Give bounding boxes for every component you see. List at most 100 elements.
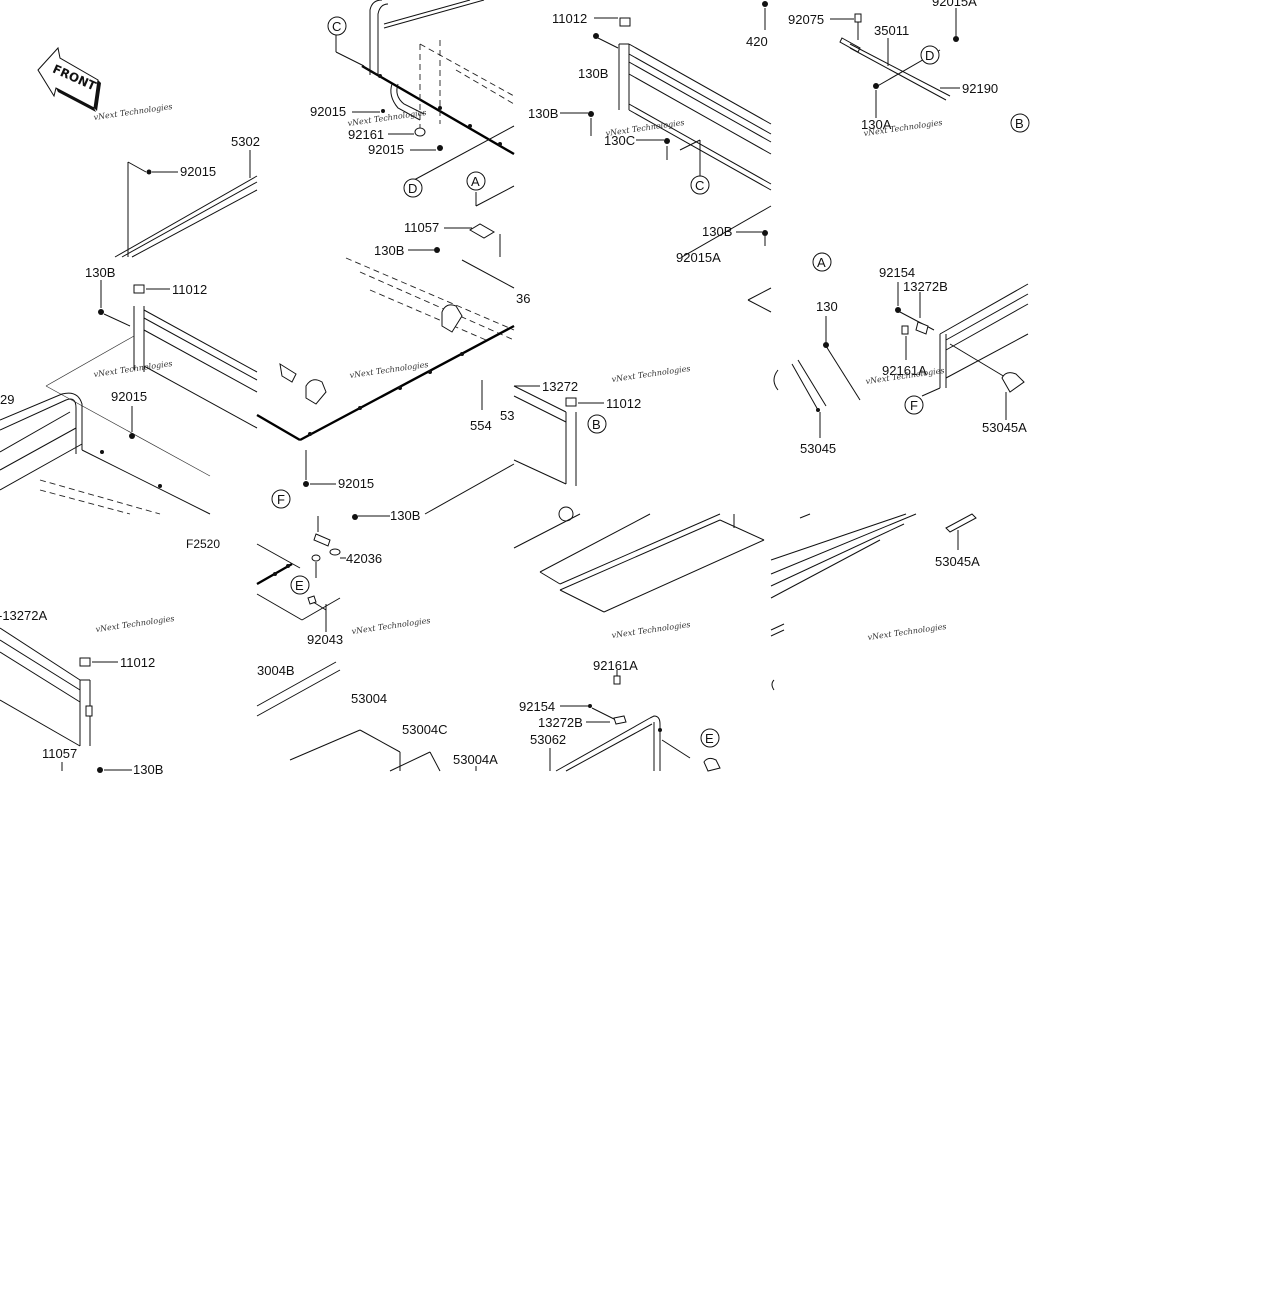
callout-e-left-text: E — [295, 578, 304, 593]
label-130b-c: 130B — [528, 106, 558, 121]
label-130b-b: 130B — [578, 66, 608, 81]
front-direction-arrow: FRONT — [37, 46, 101, 112]
callout-b-mid-text: B — [592, 417, 601, 432]
label-13272a: -13272A — [0, 608, 47, 623]
label-36: 36 — [516, 291, 530, 306]
label-92154-a: 92154 — [879, 265, 915, 280]
callout-a-right — [812, 252, 832, 272]
label-420: 420 — [746, 34, 768, 49]
label-92190: 92190 — [962, 81, 998, 96]
label-130b-e: 130B — [85, 265, 115, 280]
callout-b-top — [1010, 113, 1030, 133]
label-11012-d: 11012 — [120, 655, 155, 670]
callout-a-mid-text: A — [471, 174, 480, 189]
front-panel-13272 — [513, 287, 772, 522]
label-13272b-b: 13272B — [538, 715, 583, 730]
callout-e-right-text: E — [705, 731, 714, 746]
label-11012-a: 11012 — [552, 11, 587, 26]
label-5302: 5302 — [231, 134, 260, 149]
callout-a-right-text: A — [817, 255, 826, 270]
side-panel-top — [560, 1, 772, 258]
label-130b-f: 130B — [133, 762, 163, 777]
label-92154-b: 92154 — [519, 699, 555, 714]
label-92015-a: 92015 — [180, 164, 216, 179]
label-11057-a: 11057 — [404, 220, 439, 235]
label-92043: 92043 — [307, 632, 343, 647]
label-53004a: 53004A — [453, 752, 498, 767]
label-130c: 130C — [604, 133, 635, 148]
label-35011: 35011 — [874, 23, 909, 38]
callout-d-right-text: D — [925, 48, 934, 63]
label-11057-b: 11057 — [42, 746, 77, 761]
label-53004b: 3004B — [257, 663, 295, 678]
label-13272: 13272 — [542, 379, 578, 394]
watermark-7: vNext Technologies — [611, 364, 691, 384]
label-130b-g: 130B — [390, 508, 420, 523]
callout-f-left — [271, 489, 291, 509]
watermark-1: vNext Technologies — [93, 102, 173, 122]
side-panel-lower-left — [0, 627, 132, 773]
label-554: 554 — [470, 418, 492, 433]
callout-f-left-text: F — [277, 492, 285, 507]
label-92161a-b: 92161A — [593, 658, 638, 673]
callout-f-right — [904, 395, 924, 415]
label-53-frag: 53 — [500, 408, 514, 423]
label-92015-d: 92015 — [111, 389, 147, 404]
bed-floor — [256, 257, 515, 515]
floor-mats — [513, 513, 765, 772]
watermark-2: vNext Technologies — [347, 108, 427, 128]
hinge-pin-assembly — [256, 514, 477, 772]
watermark-10: vNext Technologies — [351, 616, 431, 636]
callout-c-top — [327, 16, 347, 36]
callout-c-right — [690, 175, 710, 195]
label-53045a-a: 53045A — [982, 420, 1027, 435]
label-53045a-b: 53045A — [935, 554, 980, 569]
label-92075: 92075 — [788, 12, 824, 27]
gas-strut-53045 — [773, 282, 1029, 438]
label-13272b-a: 13272B — [903, 279, 948, 294]
callout-d-right — [920, 45, 940, 65]
label-42036: 42036 — [346, 551, 382, 566]
callout-e-left — [290, 575, 310, 595]
label-11012-c: 11012 — [606, 396, 641, 411]
callout-d-left-text: D — [408, 181, 417, 196]
rail-upper-left — [114, 150, 258, 258]
label-92015-e: 92015 — [338, 476, 374, 491]
label-53045: 53045 — [800, 441, 836, 456]
watermark-12: vNext Technologies — [867, 622, 947, 642]
label-130b-d: 130B — [702, 224, 732, 239]
callout-c-top-text: C — [332, 19, 341, 34]
callout-a-mid — [466, 171, 486, 191]
label-92015a-a: 92015A — [676, 250, 721, 265]
label-130b-a: 130B — [374, 243, 404, 258]
hinge-11057 — [408, 223, 501, 257]
label-53004c: 53004C — [402, 722, 448, 737]
label-92015-c: 92015 — [368, 142, 404, 157]
side-panel-left — [0, 280, 258, 515]
label-130: 130 — [816, 299, 838, 314]
label-f2520: F2520 — [186, 537, 220, 551]
label-53062: 53062 — [530, 732, 566, 747]
callout-e-right — [700, 728, 720, 748]
rear-rail-lower — [770, 513, 977, 691]
label-29: 29 — [0, 392, 14, 407]
label-53004: 53004 — [351, 691, 387, 706]
label-92015a-b: 92015A — [932, 0, 977, 9]
watermark-9: vNext Technologies — [95, 614, 175, 634]
callout-b-mid — [587, 414, 607, 434]
label-92161: 92161 — [348, 127, 384, 142]
tailgate-frame-top — [335, 0, 515, 207]
callout-d-left — [403, 178, 423, 198]
callout-f-right-text: F — [910, 398, 918, 413]
callout-c-right-text: C — [695, 178, 704, 193]
watermark-11: vNext Technologies — [611, 620, 691, 640]
watermark-5: vNext Technologies — [93, 359, 173, 379]
label-92161a-a: 92161A — [882, 363, 927, 378]
callout-b-top-text: B — [1015, 116, 1024, 131]
label-92015-b: 92015 — [310, 104, 346, 119]
label-130a: 130A — [861, 117, 892, 132]
support-rod-35011 — [830, 8, 960, 118]
label-11012-b: 11012 — [172, 282, 207, 297]
